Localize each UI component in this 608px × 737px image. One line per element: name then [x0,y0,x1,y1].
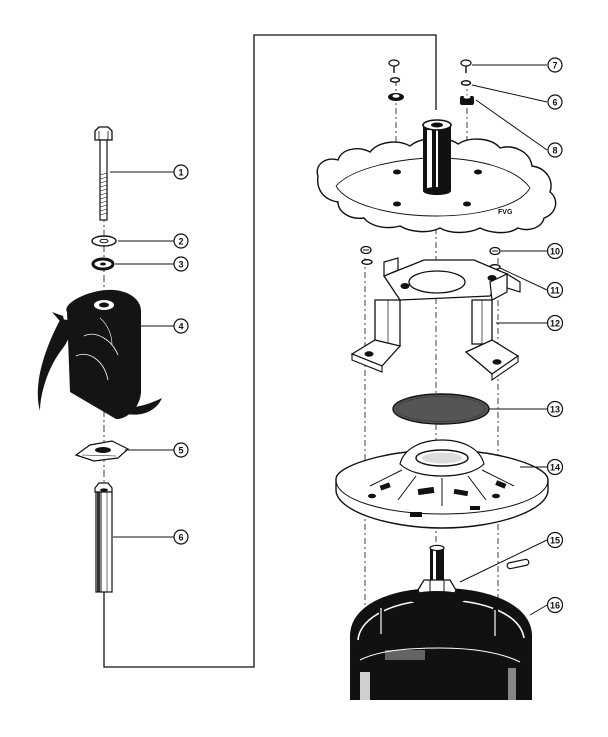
callout-10: 10 [546,242,564,260]
part-lock-washer [91,257,115,271]
callout-12: 12 [546,314,564,332]
callout-label: 2 [178,237,183,247]
callout-2: 2 [173,233,189,249]
part-mounting-bracket [350,257,521,382]
callout-label: 3 [178,260,183,270]
part-grommet [388,93,474,105]
callout-label: 6 [178,533,183,543]
callout-14: 14 [546,458,564,476]
part-pin [506,558,530,570]
callout-label: 14 [550,463,560,473]
callout-11: 11 [546,281,564,299]
callout-13: 13 [546,400,564,418]
callout-3: 3 [173,256,189,272]
callout-label: 8 [552,146,557,156]
part-bolt [94,126,113,221]
part-washer [91,235,117,247]
part-small-washer [389,77,472,86]
part-screw [388,59,472,73]
callout-label: 12 [550,319,560,329]
callout-label: 11 [550,286,560,296]
callout-4: 4 [173,318,189,334]
callout-label: 1 [178,168,183,178]
plate-marking-text: FVG [498,209,513,216]
callout-1: 1 [173,164,189,180]
callout-label: 6 [552,98,557,108]
callout-16: 16 [546,596,564,614]
callout-label: 10 [550,247,560,257]
part-screw-middle [360,245,501,256]
callout-markers: 1 2 3 4 5 6 7 6 8 10 11 12 13 14 15 16 [173,57,564,614]
part-base-plate [335,439,549,529]
callout-8: 8 [547,142,563,158]
callout-leaders [110,64,548,616]
callout-15: 15 [546,531,564,549]
callout-6-upper: 6 [547,94,563,110]
callout-5: 5 [173,442,189,458]
callout-6: 6 [173,529,189,545]
part-slinger-plate [74,440,130,462]
callout-label: 7 [552,61,557,71]
part-gasket-plate: FVG [316,119,557,234]
part-impeller [37,289,162,420]
callout-label: 13 [550,405,560,415]
part-motor [350,544,532,700]
callout-label: 15 [550,536,560,546]
connector-line [103,34,437,668]
part-shaft-extension [94,482,113,593]
callout-label: 16 [550,601,560,611]
callout-label: 5 [178,446,183,456]
callout-label: 4 [178,322,183,332]
part-screen-disc [392,393,490,425]
callout-7: 7 [547,57,563,73]
